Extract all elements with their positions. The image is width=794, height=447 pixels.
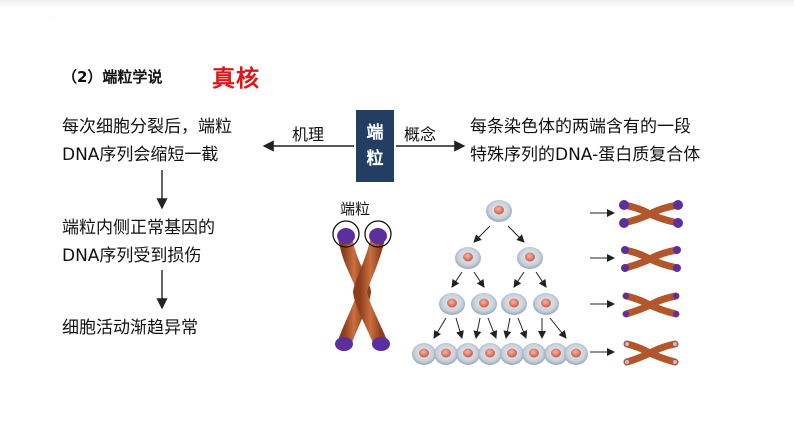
telomere-circle-right [364, 220, 392, 248]
telomere-badge: 端 粒 [356, 110, 394, 182]
mechanism-step-1-line-2: DNA序列会缩短一截 [62, 145, 219, 165]
section-title: （2）端粒学说 [62, 68, 163, 86]
arrow-label-mechanism: 机理 [292, 125, 325, 144]
concept-line-2: 特殊序列的DNA-蛋白质复合体 [470, 145, 701, 165]
cell [486, 200, 512, 222]
chromosome-image [332, 220, 392, 351]
section-highlight: 真核 [212, 66, 260, 92]
telomere-shortening-series [590, 200, 683, 366]
telomere-circle-left [332, 220, 360, 248]
mechanism-step-2-line-2: DNA序列受到损伤 [62, 246, 202, 266]
short-chromosome-2 [621, 246, 681, 272]
mechanism-step-2-line-1: 端粒内侧正常基因的 [62, 218, 215, 238]
mechanism-step-3: 细胞活动渐趋异常 [62, 318, 198, 338]
concept-definition: 每条染色体的两端含有的一段 特殊序列的DNA-蛋白质复合体 [470, 113, 700, 169]
mechanism-step-1: 每次细胞分裂后，端粒 DNA序列会缩短一截 [62, 113, 232, 169]
mechanism-step-1-line-1: 每次细胞分裂后，端粒 [62, 117, 232, 137]
concept-line-1: 每条染色体的两端含有的一段 [470, 117, 691, 137]
chromosome-label: 端粒 [340, 200, 371, 218]
short-chromosome-4 [623, 340, 679, 366]
short-chromosome-3 [622, 292, 680, 318]
top-bar [0, 0, 794, 8]
badge-char-2: 粒 [366, 149, 384, 169]
corner-mark: · [50, 14, 52, 20]
cell-division-tree [412, 200, 588, 365]
badge-char-1: 端 [366, 123, 384, 143]
short-chromosome-1 [619, 200, 683, 228]
mechanism-step-2: 端粒内侧正常基因的 DNA序列受到损伤 [62, 214, 215, 270]
arrow-label-concept: 概念 [404, 125, 437, 144]
